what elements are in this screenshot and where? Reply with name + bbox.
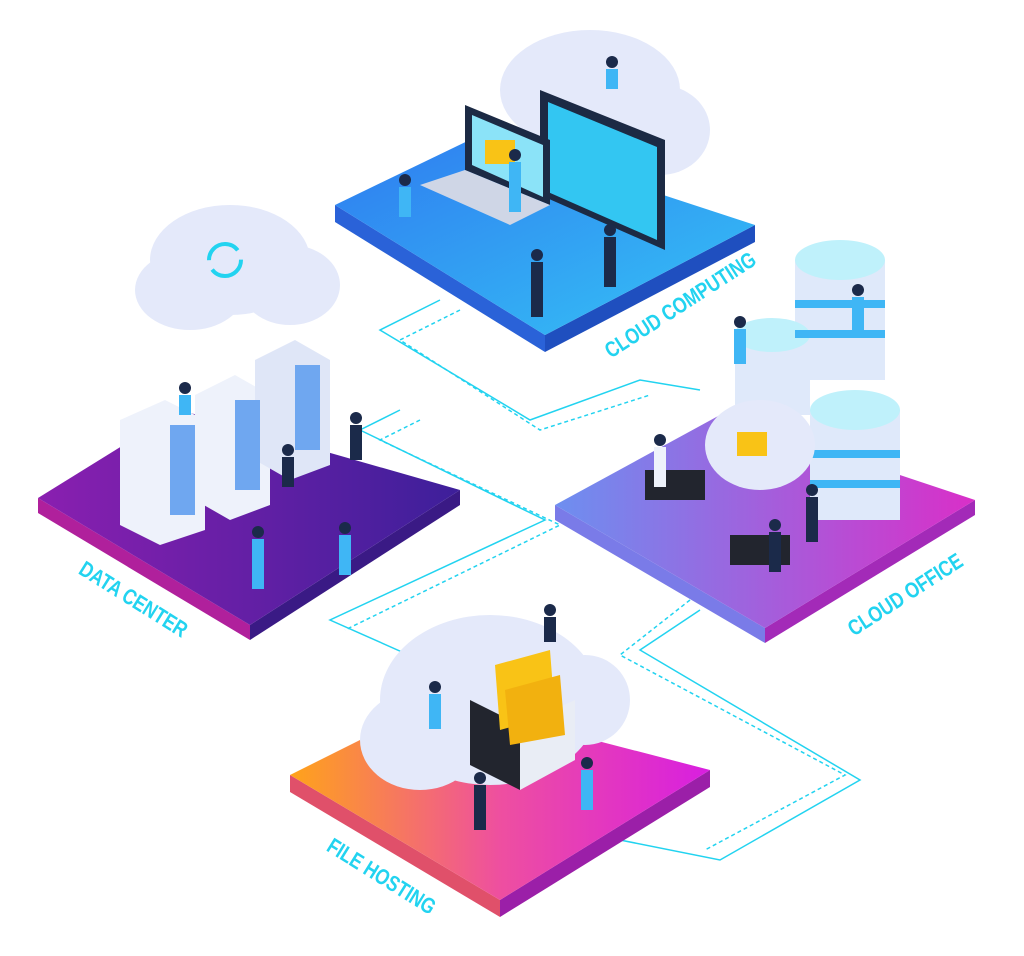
platform-data-center xyxy=(38,205,460,640)
folder-icon xyxy=(495,650,565,745)
folder-icon xyxy=(737,432,767,456)
people xyxy=(179,56,864,830)
sync-icon xyxy=(207,242,243,278)
connector-lines xyxy=(328,299,862,861)
platform-file-hosting xyxy=(290,615,710,917)
cloud-icon xyxy=(135,205,340,330)
server-racks xyxy=(120,340,330,545)
